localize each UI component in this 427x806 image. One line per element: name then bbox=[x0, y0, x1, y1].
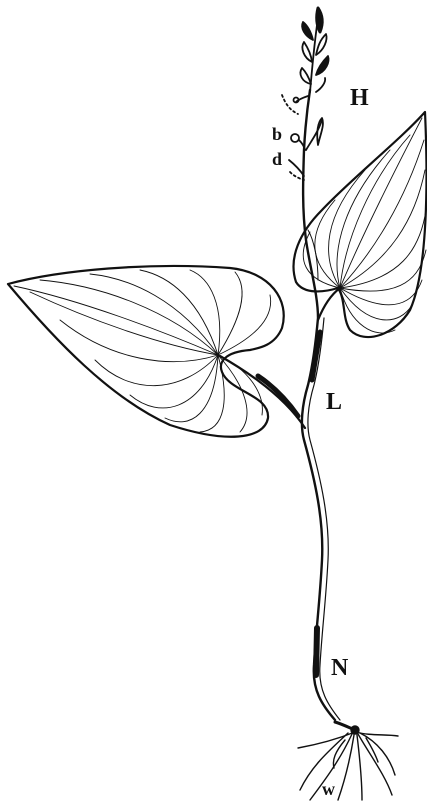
roots bbox=[298, 722, 398, 800]
label-b: b bbox=[272, 125, 282, 143]
label-l: L bbox=[326, 390, 342, 414]
inflorescence bbox=[282, 8, 329, 180]
right-leaf bbox=[294, 112, 427, 337]
label-h: H bbox=[350, 86, 369, 110]
label-n: N bbox=[331, 656, 348, 680]
label-w: w bbox=[322, 780, 335, 798]
label-d: d bbox=[272, 150, 282, 168]
left-leaf bbox=[8, 266, 284, 437]
